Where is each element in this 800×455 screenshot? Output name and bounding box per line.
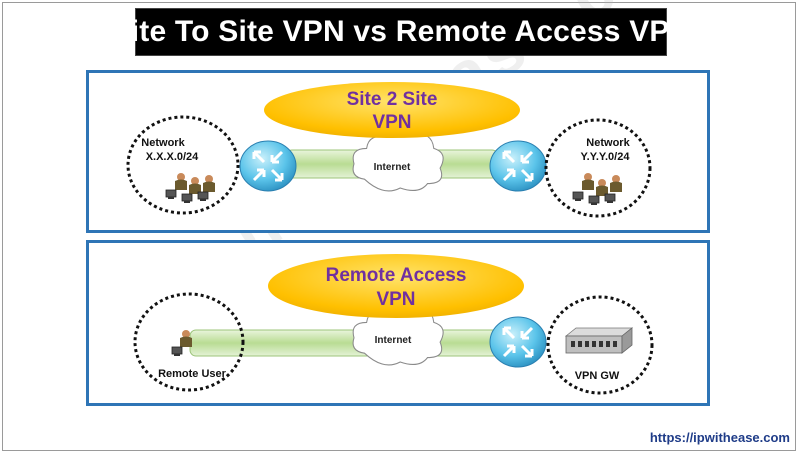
remote-access-label-line1: Remote Access bbox=[326, 265, 467, 286]
right-network-circle bbox=[544, 118, 652, 218]
site-to-site-label-line1: Site 2 Site bbox=[347, 89, 438, 110]
right-network-label-line2: Y.Y.Y.0/24 bbox=[581, 151, 631, 163]
vpn-gateway-icon bbox=[564, 327, 634, 354]
remote-access-label-line2: VPN bbox=[376, 289, 415, 310]
right-router-icon bbox=[489, 140, 547, 192]
title-bar: Site To Site VPN vs Remote Access VPN bbox=[111, 9, 691, 55]
page-title: Site To Site VPN vs Remote Access VPN bbox=[110, 15, 692, 48]
left-network-label-line2: X.X.X.0/24 bbox=[146, 151, 199, 163]
remote-user-label: Remote User bbox=[158, 368, 227, 380]
site-to-site-diagram: Internet Site 2 Site VPN Network X.X.X.0… bbox=[126, 82, 652, 218]
site-to-site-ellipse bbox=[264, 82, 520, 138]
left-users-icon bbox=[165, 173, 215, 204]
remote-access-diagram: Internet Remote Access VPN Remote User bbox=[133, 254, 654, 395]
remote-access-ellipse bbox=[268, 254, 524, 318]
remote-user-circle bbox=[133, 292, 245, 392]
gateway-router-icon bbox=[489, 316, 547, 368]
source-url[interactable]: https://ipwithease.com bbox=[649, 430, 790, 445]
internet-label: Internet bbox=[374, 162, 411, 173]
internet-cloud bbox=[352, 129, 444, 192]
site-to-site-label-line2: VPN bbox=[372, 112, 411, 133]
vpn-gateway-circle bbox=[546, 295, 654, 395]
vpn-tunnel bbox=[189, 329, 511, 357]
right-network-label-line1: Network bbox=[586, 137, 630, 149]
left-router-icon bbox=[239, 140, 297, 192]
left-network-circle bbox=[126, 115, 240, 215]
internet-label: Internet bbox=[375, 335, 412, 346]
left-network-label-line1: Network bbox=[141, 137, 185, 149]
remote-user-icon bbox=[171, 330, 192, 357]
vpn-gateway-label: VPN GW bbox=[575, 370, 620, 382]
right-users-icon bbox=[572, 173, 622, 206]
outer-frame bbox=[2, 2, 796, 451]
